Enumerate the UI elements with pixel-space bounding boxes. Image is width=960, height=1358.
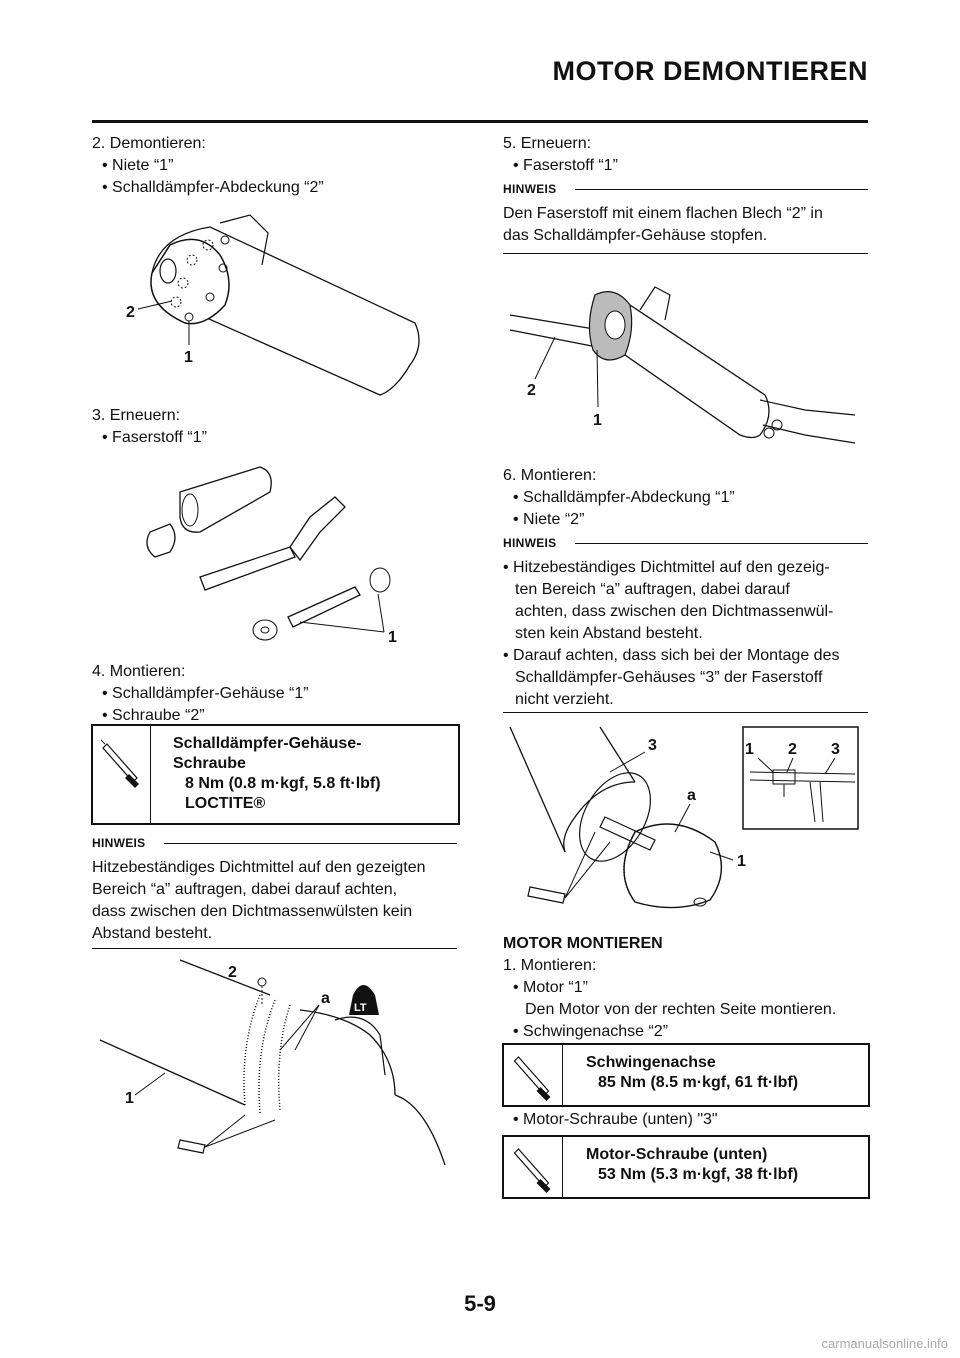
hinweis-right-2-line-1: • Hitzebeständiges Dichtmittel auf den g… xyxy=(503,559,830,576)
step1-item-3: • Schwingenachse “2” xyxy=(513,1023,669,1040)
spec1-line-3: 8 Nm (0.8 m·kgf, 5.8 ft·lbf) xyxy=(185,775,381,792)
figure-muffler-exploded: 1 xyxy=(146,466,397,646)
hinweis-right-1-line-2: das Schalldämpfer-Gehäuse stopfen. xyxy=(503,227,768,244)
spec3-line-1: Motor-Schraube (unten) xyxy=(586,1146,768,1163)
hinweis-left-end-rule xyxy=(92,948,457,949)
torque-spec-box-3: Motor-Schraube (unten) 53 Nm (5.3 m·kgf,… xyxy=(502,1135,870,1199)
item-after-spec2: • Motor-Schraube (unten) "3" xyxy=(513,1111,718,1128)
fig5-inset-label-3: 3 xyxy=(831,741,840,758)
torque-spec-box-2: Schwingenachse 85 Nm (8.5 m·kgf, 61 ft·l… xyxy=(502,1043,870,1107)
fig1-label-1: 1 xyxy=(184,349,193,366)
hinweis-right-1: HINWEIS xyxy=(503,182,868,196)
step1-heading: 1. Montieren: xyxy=(503,957,597,974)
hinweis-left-line-1: Hitzebeständiges Dichtmittel auf den gez… xyxy=(92,859,426,876)
header-rule xyxy=(92,120,868,123)
spec3-line-2: 53 Nm (5.3 m·kgf, 38 ft·lbf) xyxy=(598,1166,799,1183)
figure-stuffing-fiber: 2 1 xyxy=(509,286,856,444)
step6-item-2: • Niete “2” xyxy=(513,511,585,528)
step5-item-1: • Faserstoff “1” xyxy=(513,157,618,174)
fig5-inset-label-1: 1 xyxy=(745,741,754,758)
fig4-label-2: 2 xyxy=(527,382,536,399)
page-title: MOTOR DEMONTIEREN xyxy=(552,56,868,86)
hinweis-right-2: HINWEIS xyxy=(503,536,868,550)
spec1-line-2: Schraube xyxy=(173,755,246,772)
torque-wrench-icon xyxy=(504,1045,563,1105)
step4-heading: 4. Montieren: xyxy=(92,663,186,680)
fig3-label-2: 2 xyxy=(228,964,237,981)
figure-sealant-left: 2 a 1 LT xyxy=(99,959,446,1166)
step1-item-2: Den Motor von der rechten Seite montiere… xyxy=(525,1001,837,1018)
step4-item-1: • Schalldämpfer-Gehäuse “1” xyxy=(102,685,309,702)
loctite-icon: LT xyxy=(354,1002,367,1014)
torque-spec-box-1: Schalldämpfer-Gehäuse- Schraube 8 Nm (0.… xyxy=(91,724,460,825)
figure-cover-install: 3 a 1 1 2 3 xyxy=(509,726,859,909)
step3-item-1: • Faserstoff “1” xyxy=(102,429,207,446)
hinweis-left-line-3: dass zwischen den Dichtmassenwülsten kei… xyxy=(92,903,413,920)
step5-heading: 5. Erneuern: xyxy=(503,135,592,152)
spec1-line-1: Schalldämpfer-Gehäuse- xyxy=(173,735,362,752)
hinweis-right-1-end-rule xyxy=(503,253,868,254)
hinweis-right-2-line-6: Schalldämpfer-Gehäuses “3” der Faserstof… xyxy=(515,669,823,686)
fig3-label-a: a xyxy=(321,990,330,1007)
section-title-motor-montieren: MOTOR MONTIEREN xyxy=(503,935,663,952)
step2-item-1: • Niete “1” xyxy=(102,157,174,174)
fig2-label-1: 1 xyxy=(388,629,397,646)
hinweis-right-1-line-1: Den Faserstoff mit einem flachen Blech “… xyxy=(503,205,823,222)
fig5-label-3: 3 xyxy=(648,737,657,754)
watermark: carmanualsonline.info xyxy=(821,1336,948,1351)
step4-item-2: • Schraube “2” xyxy=(102,707,205,724)
hinweis-left-line-4: Abstand besteht. xyxy=(92,925,213,942)
hinweis-right-2-line-2: ten Bereich “a” auftragen, dabei darauf xyxy=(515,581,790,598)
figure-muffler-cover: 2 1 xyxy=(126,214,420,396)
torque-wrench-icon xyxy=(504,1137,563,1197)
step1-item-1: • Motor “1” xyxy=(513,979,588,996)
fig5-label-1: 1 xyxy=(737,853,746,870)
fig3-label-1: 1 xyxy=(125,1090,134,1107)
step3-heading: 3. Erneuern: xyxy=(92,407,181,424)
hinweis-left-line-2: Bereich “a” auftragen, dabei darauf acht… xyxy=(92,881,398,898)
hinweis-right-2-line-3: achten, dass zwischen den Dichtmassenwül… xyxy=(515,603,834,620)
hinweis-right-2-line-5: • Darauf achten, dass sich bei der Monta… xyxy=(503,647,840,664)
fig5-inset-label-2: 2 xyxy=(788,741,797,758)
page-number: 5-9 xyxy=(464,1291,496,1316)
step6-item-1: • Schalldämpfer-Abdeckung “1” xyxy=(513,489,735,506)
step2-heading: 2. Demontieren: xyxy=(92,135,206,152)
spec1-line-4: LOCTITE® xyxy=(185,795,266,812)
hinweis-left: HINWEIS xyxy=(92,836,457,850)
hinweis-right-2-end-rule xyxy=(503,712,868,713)
hinweis-right-2-line-4: sten kein Abstand besteht. xyxy=(515,625,703,642)
spec2-line-1: Schwingenachse xyxy=(586,1054,716,1071)
fig1-label-2: 2 xyxy=(126,304,135,321)
spec2-line-2: 85 Nm (8.5 m·kgf, 61 ft·lbf) xyxy=(598,1074,799,1091)
hinweis-right-2-line-7: nicht verzieht. xyxy=(515,691,614,708)
fig5-label-a: a xyxy=(687,787,696,804)
step2-item-2: • Schalldämpfer-Abdeckung “2” xyxy=(102,179,324,196)
step6-heading: 6. Montieren: xyxy=(503,467,597,484)
fig4-label-1: 1 xyxy=(593,412,602,429)
torque-wrench-icon xyxy=(93,726,151,823)
